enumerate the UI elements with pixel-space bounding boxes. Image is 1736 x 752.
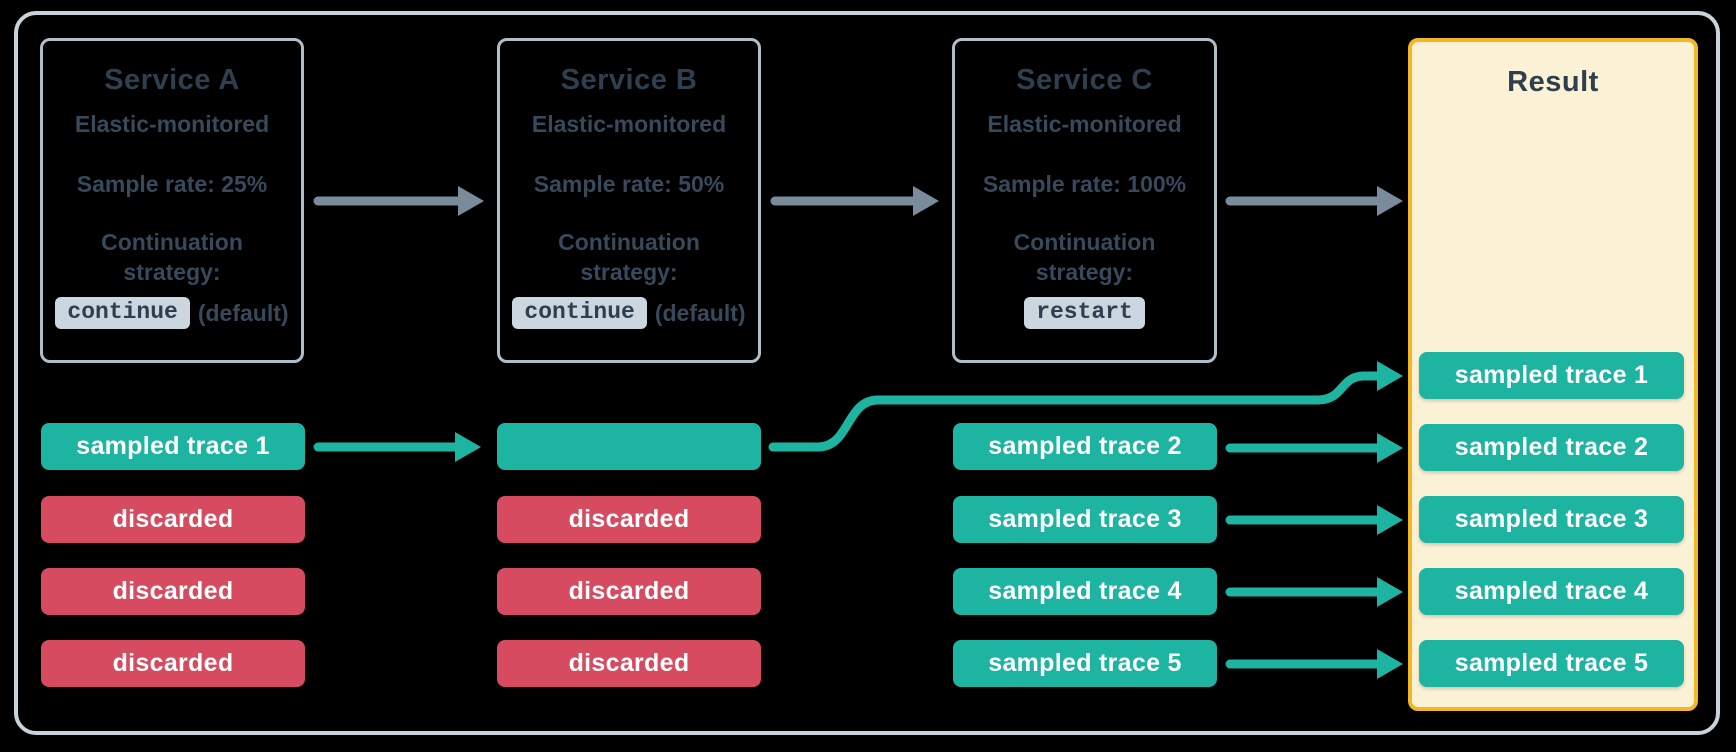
service-a-box: Service A Elastic-monitored Sample rate:… xyxy=(40,38,304,363)
service-b-monitor-label: Elastic-monitored xyxy=(531,111,727,137)
service-b-sample-rate: Sample rate: 50% xyxy=(533,171,725,197)
trace-pill: sampled trace 1 xyxy=(41,423,305,470)
trace-pill xyxy=(497,423,761,470)
service-b-title: Service B xyxy=(560,64,698,96)
diagram-outer-frame xyxy=(14,11,1720,735)
discarded-pill: discarded xyxy=(497,640,761,687)
trace-pill: sampled trace 2 xyxy=(953,423,1217,470)
service-a-strategy-code: continue xyxy=(55,297,190,329)
result-trace-pill: sampled trace 1 xyxy=(1419,352,1684,399)
service-c-box: Service C Elastic-monitored Sample rate:… xyxy=(952,38,1217,363)
service-c-strategy-row: restart xyxy=(955,297,1214,329)
discarded-pill: discarded xyxy=(497,568,761,615)
service-c-sample-rate: Sample rate: 100% xyxy=(982,171,1187,197)
service-b-strategy-row: continue (default) xyxy=(500,297,758,329)
result-trace-pill: sampled trace 4 xyxy=(1419,568,1684,615)
service-a-title: Service A xyxy=(104,64,240,96)
service-c-continuation-label: Continuation strategy: xyxy=(1013,229,1156,285)
discarded-pill: discarded xyxy=(41,496,305,543)
service-b-continuation-label: Continuation strategy: xyxy=(558,229,700,285)
result-trace-pill: sampled trace 2 xyxy=(1419,424,1684,471)
result-trace-pill: sampled trace 3 xyxy=(1419,496,1684,543)
trace-pill: sampled trace 5 xyxy=(953,640,1217,687)
service-c-monitor-label: Elastic-monitored xyxy=(987,111,1182,137)
discarded-pill: discarded xyxy=(497,496,761,543)
service-a-strategy-suffix: (default) xyxy=(197,299,289,326)
result-trace-pill: sampled trace 5 xyxy=(1419,640,1684,687)
service-c-title: Service C xyxy=(1016,64,1153,96)
discarded-pill: discarded xyxy=(41,640,305,687)
service-a-strategy-row: continue (default) xyxy=(43,297,301,329)
discarded-pill: discarded xyxy=(41,568,305,615)
result-panel-title: Result xyxy=(1507,66,1599,98)
service-b-strategy-suffix: (default) xyxy=(654,299,746,326)
trace-pill: sampled trace 4 xyxy=(953,568,1217,615)
service-b-strategy-code: continue xyxy=(512,297,647,329)
trace-pill: sampled trace 3 xyxy=(953,496,1217,543)
service-b-box: Service B Elastic-monitored Sample rate:… xyxy=(497,38,761,363)
service-a-continuation-label: Continuation strategy: xyxy=(101,229,243,285)
service-a-sample-rate: Sample rate: 25% xyxy=(76,171,268,197)
service-c-strategy-code: restart xyxy=(1024,297,1145,329)
service-a-monitor-label: Elastic-monitored xyxy=(74,111,270,137)
